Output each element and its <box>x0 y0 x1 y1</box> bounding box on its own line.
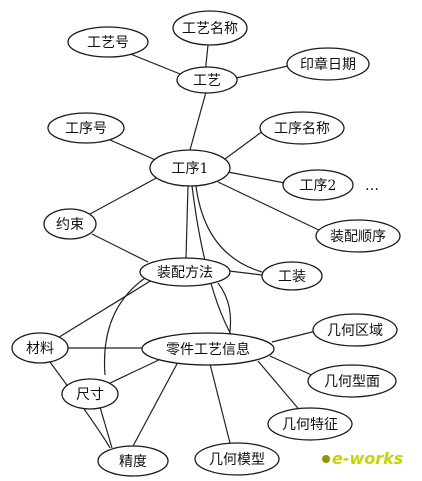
node-label: 工艺名称 <box>182 21 238 37</box>
node-jihexingmian: 几何型面 <box>307 364 397 398</box>
node-label: 工艺号 <box>87 35 129 51</box>
node-label: 工序名称 <box>274 121 330 137</box>
edge-lingjian-jihexingmian <box>269 355 319 379</box>
node-gongxumingcheng: 工序名称 <box>259 111 345 145</box>
node-jihemoxing: 几何模型 <box>194 442 280 476</box>
edge-gongxu1-gongzhuang <box>195 185 263 273</box>
node-gongyihao: 工艺号 <box>67 26 149 58</box>
edge-gongyi-yinzhangriqi <box>231 64 293 80</box>
edge-gongyi-gongxu1 <box>189 91 207 151</box>
node-gongxu1: 工序1 <box>149 149 231 187</box>
node-jihequyu: 几何区域 <box>312 313 398 347</box>
edge-zhuangpeifangfa-gongzhuang <box>228 270 263 276</box>
edge-yueshu-zhuangpeifangfa <box>91 233 149 263</box>
edge-chicun-jingdu <box>99 406 113 449</box>
edge-gongxu1-gongxu2 <box>227 171 291 185</box>
edge-gongxu1-gongxumingcheng <box>224 127 268 160</box>
node-jingdu: 精度 <box>97 445 169 477</box>
node-gongxu2: 工序2 <box>282 169 354 201</box>
node-label: 几何模型 <box>209 452 265 468</box>
node-label: 零件工艺信息 <box>166 341 250 358</box>
edge-lingjian-jingdu <box>131 361 179 449</box>
edge-gongxu1-yueshu <box>89 175 161 215</box>
watermark-dot <box>322 455 330 463</box>
watermark-text: e-works <box>332 449 403 468</box>
node-label: 约束 <box>56 217 84 233</box>
node-label: 装配方法 <box>157 265 213 281</box>
node-gongzhuang: 工装 <box>261 261 323 291</box>
node-cailiao: 材料 <box>11 332 69 364</box>
edge-zhuangpeifangfa-lingjian <box>217 282 232 339</box>
node-gongyi: 工艺 <box>176 66 238 94</box>
node-label: 装配顺序 <box>330 229 386 245</box>
node-zhuangpeishunxu: 装配顺序 <box>315 219 401 253</box>
node-label: 工艺 <box>193 73 221 89</box>
edge-cailiao-jingdu <box>49 361 111 449</box>
edge-gongxu1-zhuangpeishunxu <box>217 181 324 233</box>
node-gongyimingcheng: 工艺名称 <box>172 10 248 46</box>
node-label: 工序2 <box>300 178 337 194</box>
node-yinzhangriqi: 印章日期 <box>286 47 370 81</box>
node-label: 材料 <box>26 341 54 357</box>
edge-lingjian-chicun <box>107 357 164 385</box>
eworks-watermark: e-works <box>322 449 403 468</box>
node-chicun: 尺寸 <box>61 378 119 410</box>
node-label: 工序号 <box>65 121 107 137</box>
edge-zhuangpeifangfa-chicun <box>103 277 146 376</box>
more-marker: … <box>365 178 379 194</box>
node-label: 几何特征 <box>282 417 338 433</box>
node-yueshu: 约束 <box>43 208 97 240</box>
edges <box>49 44 324 449</box>
node-label: 工序1 <box>172 161 209 177</box>
edge-lingjian-jihetezheng <box>257 360 303 414</box>
edge-gongxu1-zhuangpeifangfa <box>185 185 189 259</box>
node-label: 尺寸 <box>76 387 104 403</box>
node-label: 几何区域 <box>327 323 383 339</box>
node-label: 印章日期 <box>300 56 356 73</box>
node-gongxuhao: 工序号 <box>47 112 125 144</box>
node-label: 几何型面 <box>324 374 380 390</box>
node-label: 工装 <box>278 269 306 285</box>
node-label: 精度 <box>119 454 147 470</box>
edge-lingjian-jihequyu <box>271 330 317 343</box>
edge-lingjian-jihemoxing <box>209 363 231 444</box>
node-lingjian: 零件工艺信息 <box>141 332 275 366</box>
node-zhuangpeifangfa: 装配方法 <box>139 257 231 287</box>
edge-zhuangpeifangfa-cailiao <box>55 279 153 340</box>
node-jihetezheng: 几何特征 <box>267 407 353 441</box>
